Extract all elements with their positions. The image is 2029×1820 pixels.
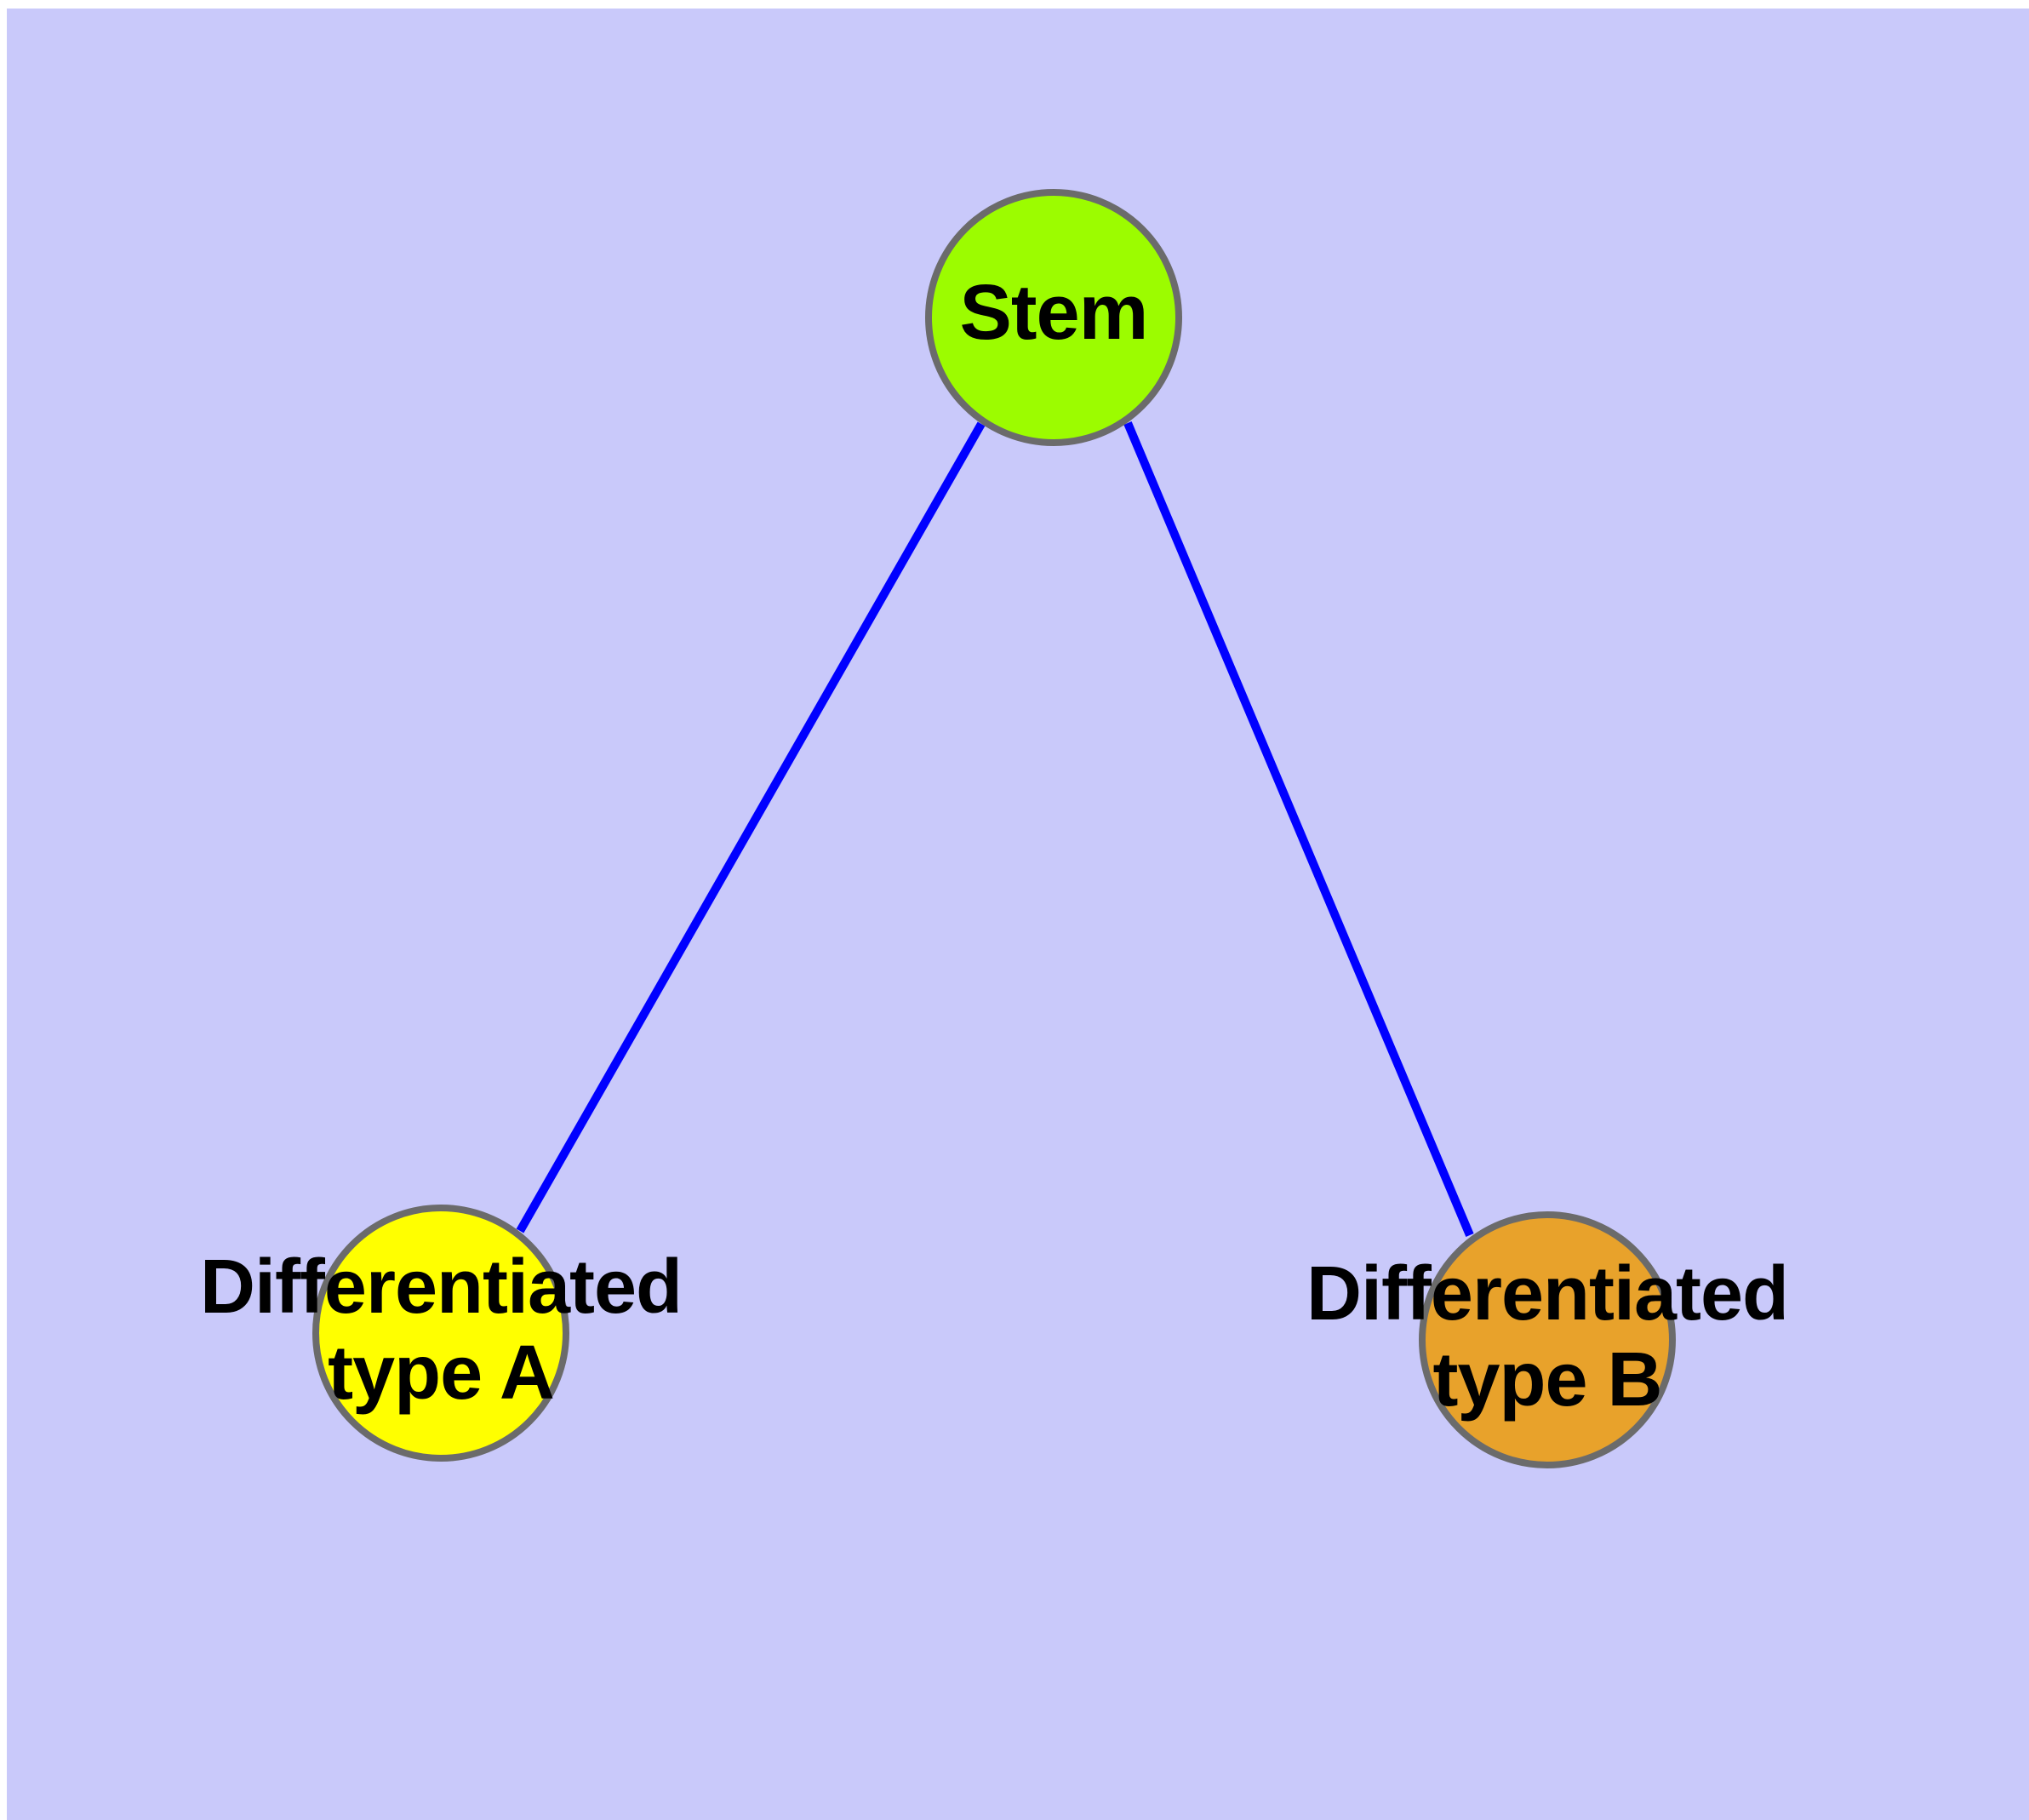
node-stem[interactable] <box>925 189 1182 446</box>
node-differentiated-type-a-label: Differentiated type A <box>199 1245 683 1416</box>
node-differentiated-type-b[interactable] <box>1419 1211 1676 1468</box>
node-differentiated-type-a[interactable] <box>312 1205 569 1462</box>
edge-stem-to-diff-b[interactable] <box>1123 421 1474 1237</box>
node-stem-label: Stem <box>959 269 1149 356</box>
edge-stem-to-diff-a[interactable] <box>516 421 986 1233</box>
node-differentiated-type-b-label: Differentiated type B <box>1306 1251 1789 1422</box>
